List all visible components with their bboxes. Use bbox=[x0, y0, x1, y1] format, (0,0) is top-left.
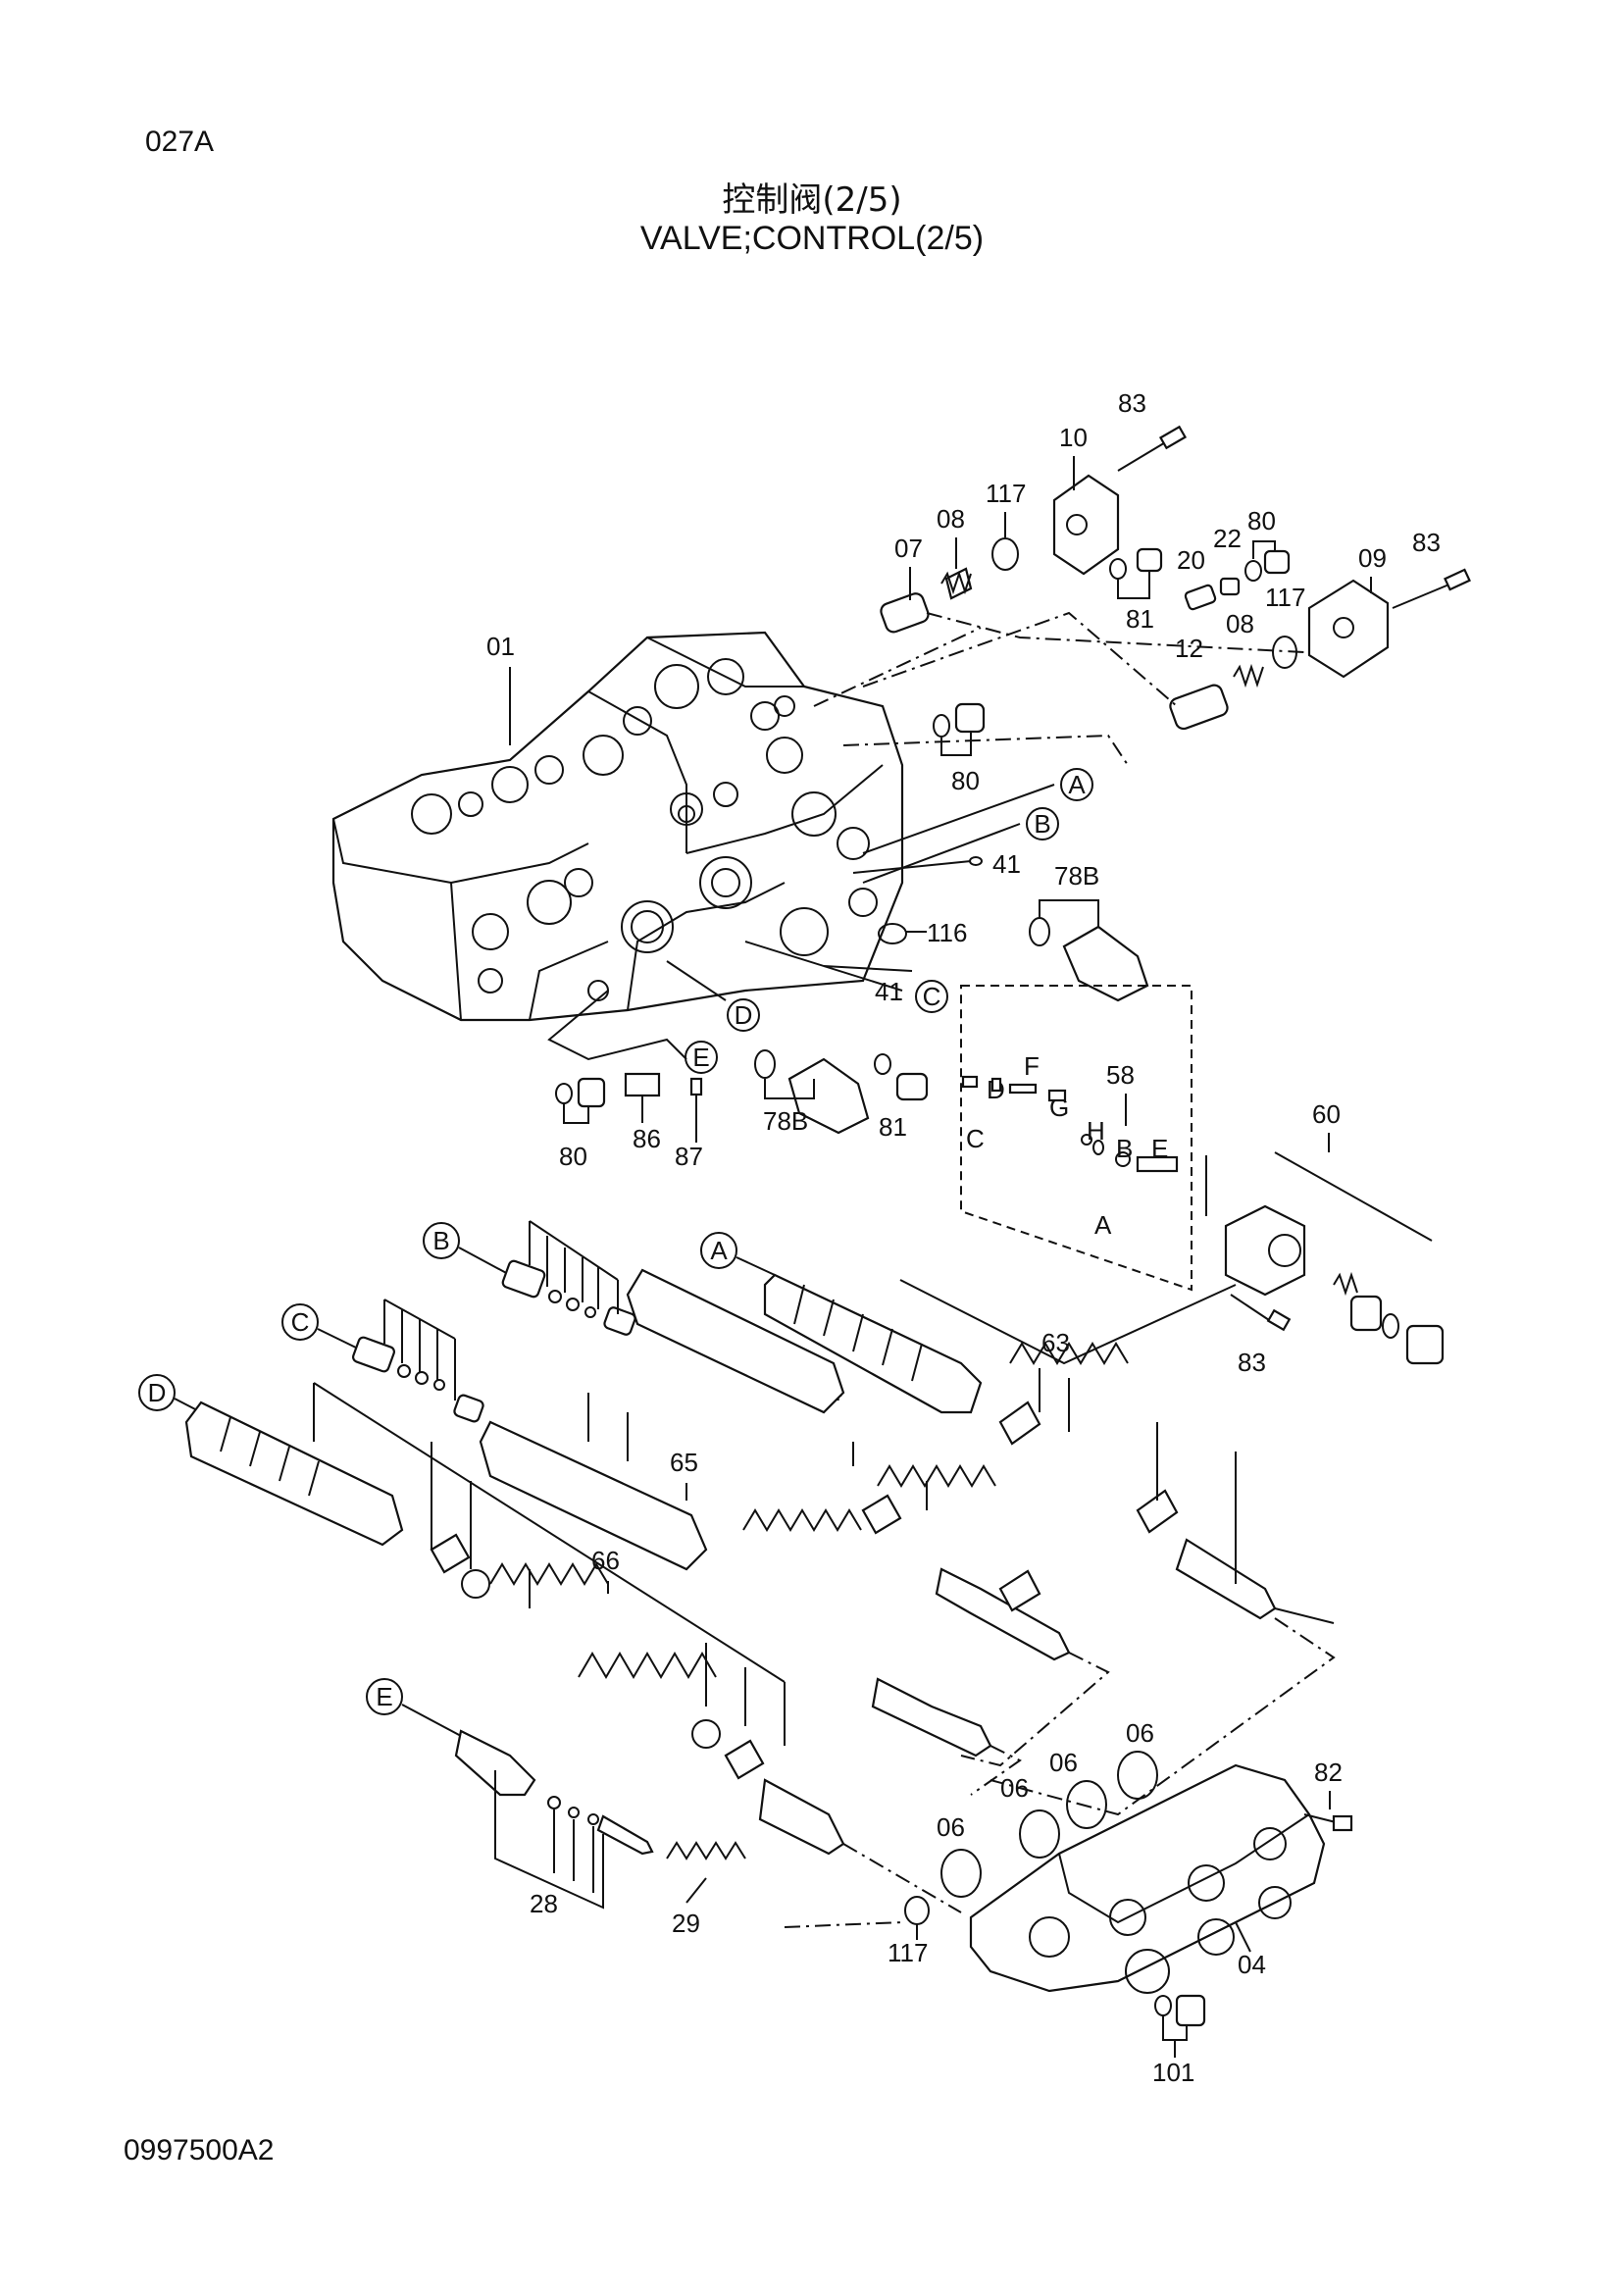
callout-06-c: 06 bbox=[1126, 1718, 1154, 1748]
callout-06-d: 06 bbox=[937, 1812, 965, 1842]
callout-101: 101 bbox=[1152, 2058, 1194, 2087]
callout-83-right-lower: 83 bbox=[1238, 1348, 1266, 1377]
callout-78B-top: 78B bbox=[1054, 861, 1099, 891]
callout-10: 10 bbox=[1059, 423, 1088, 452]
valve-body bbox=[331, 631, 904, 1022]
callout-60: 60 bbox=[1312, 1099, 1341, 1129]
callout-83-right: 83 bbox=[1412, 528, 1441, 557]
callout-41-top: 41 bbox=[992, 849, 1021, 879]
callout-78B-bottom: 78B bbox=[763, 1106, 808, 1136]
callout-29: 29 bbox=[672, 1909, 700, 1938]
bottom-cover bbox=[969, 1763, 1326, 1994]
marker-B-top: B bbox=[1034, 809, 1050, 839]
callout-81-top: 81 bbox=[1126, 604, 1154, 634]
callout-82: 82 bbox=[1314, 1758, 1343, 1787]
callout-80-left: 80 bbox=[559, 1142, 587, 1171]
callout-06-a: 06 bbox=[1000, 1773, 1029, 1803]
callout-66: 66 bbox=[591, 1546, 620, 1575]
callout-83-top: 83 bbox=[1118, 388, 1146, 418]
marker-C-spool: C bbox=[291, 1307, 310, 1337]
page-code: 027A bbox=[145, 126, 215, 158]
marker-A-spool: A bbox=[710, 1236, 728, 1265]
callout-08-top: 08 bbox=[937, 504, 965, 534]
title-english: VALVE;CONTROL(2/5) bbox=[639, 220, 985, 257]
marker-C-top: C bbox=[923, 982, 941, 1011]
callout-58: 58 bbox=[1106, 1060, 1135, 1090]
callout-80-topright: 80 bbox=[1247, 506, 1276, 535]
callout-117-right: 117 bbox=[1265, 583, 1305, 612]
callout-12: 12 bbox=[1175, 634, 1203, 663]
callout-07: 07 bbox=[894, 534, 923, 563]
callout-06-b: 06 bbox=[1049, 1748, 1078, 1777]
marker-B-spool: B bbox=[432, 1226, 449, 1255]
marker-E-top: E bbox=[692, 1043, 709, 1072]
sub-letter-F: F bbox=[1024, 1051, 1040, 1081]
callout-01: 01 bbox=[486, 632, 515, 661]
sub-letter-A: A bbox=[1094, 1210, 1112, 1240]
sub-letter-C: C bbox=[966, 1124, 985, 1153]
callout-08-right: 08 bbox=[1226, 609, 1254, 638]
callout-117-top: 117 bbox=[986, 479, 1026, 508]
marker-D-top: D bbox=[735, 1000, 753, 1030]
callout-28: 28 bbox=[530, 1889, 558, 1918]
title-chinese: 控制阀(2/5) bbox=[722, 180, 902, 220]
document-number: 0997500A2 bbox=[124, 2134, 275, 2166]
marker-E-spool: E bbox=[376, 1682, 392, 1711]
callout-80-mid: 80 bbox=[951, 766, 980, 795]
callout-87: 87 bbox=[675, 1142, 703, 1171]
marker-A-top: A bbox=[1068, 770, 1086, 799]
callout-65: 65 bbox=[670, 1448, 698, 1477]
callout-41-mid: 41 bbox=[875, 977, 903, 1006]
cover-10 bbox=[1052, 474, 1120, 576]
callout-117-bottom: 117 bbox=[888, 1938, 928, 1967]
callout-09: 09 bbox=[1358, 543, 1387, 573]
sub-letter-E: E bbox=[1151, 1134, 1168, 1163]
callout-20: 20 bbox=[1177, 545, 1205, 575]
callout-81-bottom: 81 bbox=[879, 1112, 907, 1142]
cover-09 bbox=[1307, 579, 1390, 679]
callout-04: 04 bbox=[1238, 1950, 1266, 1979]
callout-86: 86 bbox=[633, 1124, 661, 1153]
callout-63: 63 bbox=[1041, 1328, 1070, 1357]
marker-D-spool: D bbox=[148, 1378, 167, 1407]
callout-22: 22 bbox=[1213, 524, 1242, 553]
callout-116: 116 bbox=[927, 918, 967, 947]
